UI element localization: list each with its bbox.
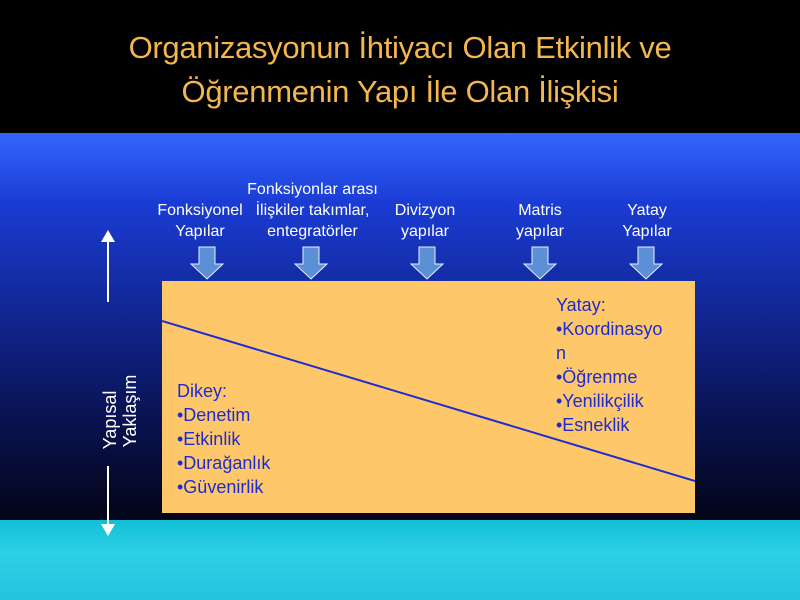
list-item: •Yenilikçilik	[556, 391, 644, 411]
list-item: •Esneklik	[556, 415, 630, 435]
structure-label-cross-functional: Fonksiyonlar arası İlişkiler takımlar, e…	[235, 179, 390, 242]
structure-label-line: Fonksiyonlar arası	[247, 181, 378, 198]
structure-label-matrix: Matris yapılar	[490, 200, 590, 242]
divider-diagonal-line	[162, 320, 695, 482]
structure-label-divisional: Divizyon yapılar	[375, 200, 475, 242]
structure-label-line: Yatay	[627, 202, 667, 219]
down-arrow-icon	[294, 246, 328, 280]
structure-label-line: İlişkiler takımlar,	[255, 202, 370, 219]
structure-label-line: Divizyon	[394, 202, 456, 219]
structure-label-line: yapılar	[400, 223, 450, 240]
list-item: •Koordinasyo	[556, 319, 663, 339]
title-line-1: Organizasyonun İhtiyacı Olan Etkinlik ve	[128, 30, 672, 65]
arrow-down-icon	[101, 466, 115, 536]
axis-label-line-1: Yapısal	[100, 390, 120, 450]
structure-label-line: Matris	[518, 202, 562, 219]
list-item: •Öğrenme	[556, 367, 638, 387]
vertical-characteristics: Dikey: •Denetim •Etkinlik •Durağanlık •G…	[177, 379, 270, 499]
vertical-heading: Dikey:	[177, 381, 228, 401]
comparison-panel: Dikey: •Denetim •Etkinlik •Durağanlık •G…	[162, 281, 695, 513]
structure-label-line: yapılar	[515, 223, 565, 240]
structure-label-horizontal: Yatay Yapılar	[597, 200, 697, 242]
down-arrow-icon	[523, 246, 557, 280]
title-band: Organizasyonun İhtiyacı Olan Etkinlik ve…	[0, 0, 800, 133]
list-item: n	[556, 343, 567, 363]
horizontal-characteristics: Yatay: •Koordinasyo n •Öğrenme •Yenilikç…	[556, 293, 662, 437]
axis-label-line-2: Yaklaşım	[120, 374, 140, 448]
title-line-2: Öğrenmenin Yapı İle Olan İlişkisi	[181, 74, 619, 109]
list-item: •Etkinlik	[177, 429, 241, 449]
structure-label-line: Fonksiyonel	[157, 202, 243, 219]
list-item: •Güvenirlik	[177, 477, 264, 497]
structure-label-functional: Fonksiyonel Yapılar	[145, 200, 255, 242]
arrow-up-icon	[101, 230, 115, 302]
structure-label-line: Yapılar	[622, 223, 672, 240]
list-item: •Durağanlık	[177, 453, 271, 473]
down-arrow-icon	[629, 246, 663, 280]
down-arrow-icon	[190, 246, 224, 280]
axis-label-structural-approach: Yapısal Yaklaşım	[100, 370, 140, 470]
list-item: •Denetim	[177, 405, 251, 425]
bottom-band	[0, 520, 800, 600]
structure-label-line: Yapılar	[175, 223, 225, 240]
horizontal-heading: Yatay:	[556, 295, 606, 315]
structure-label-line: entegratörler	[267, 223, 358, 240]
down-arrow-icon	[410, 246, 444, 280]
